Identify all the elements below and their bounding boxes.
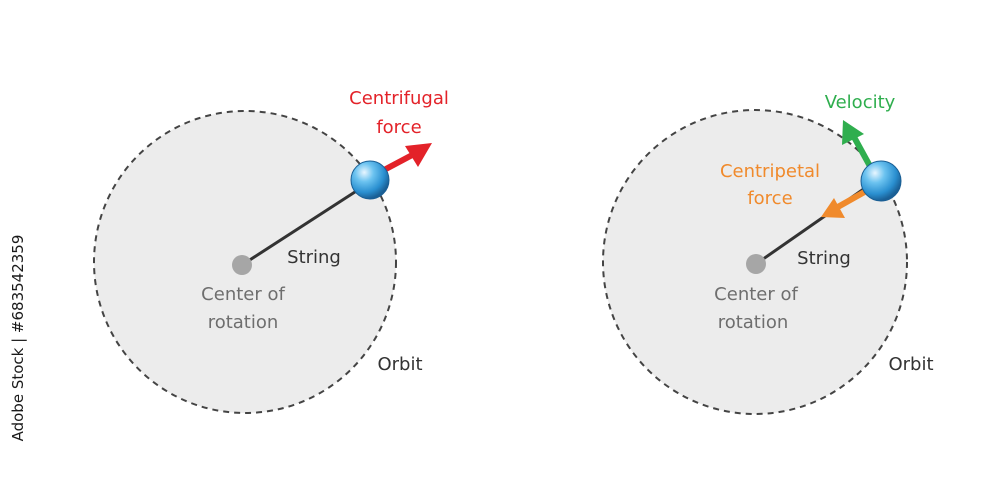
left-string xyxy=(241,188,359,267)
centripetal-label-line1: Centripetal xyxy=(720,161,820,182)
centripetal-arrow xyxy=(821,187,870,218)
centrifugal-arrow xyxy=(382,143,432,173)
centrifugal-label-line2: force xyxy=(376,117,421,138)
left-center-dot xyxy=(232,255,252,275)
right-string-label: String xyxy=(797,248,851,269)
velocity-arrow xyxy=(842,120,874,170)
right-diagram: Velocity Centripetal force String Center… xyxy=(602,92,934,415)
stock-watermark: Adobe Stock | #683542359 xyxy=(9,235,27,442)
right-center-label-line2: rotation xyxy=(718,312,789,333)
right-center-label-line1: Center of xyxy=(714,284,798,305)
velocity-label: Velocity xyxy=(825,92,896,113)
left-center-label-line1: Center of xyxy=(201,284,285,305)
left-center-label-line2: rotation xyxy=(208,312,279,333)
right-center-dot xyxy=(746,254,766,274)
left-string-label: String xyxy=(287,247,341,268)
centrifugal-label-line1: Centrifugal xyxy=(349,88,449,109)
left-ball xyxy=(350,160,390,200)
centripetal-label-line2: force xyxy=(747,188,792,209)
left-diagram: Centrifugal force String Center of rotat… xyxy=(93,88,449,414)
right-ball xyxy=(860,160,902,202)
left-orbit-label: Orbit xyxy=(377,354,422,375)
right-orbit-label: Orbit xyxy=(888,354,933,375)
